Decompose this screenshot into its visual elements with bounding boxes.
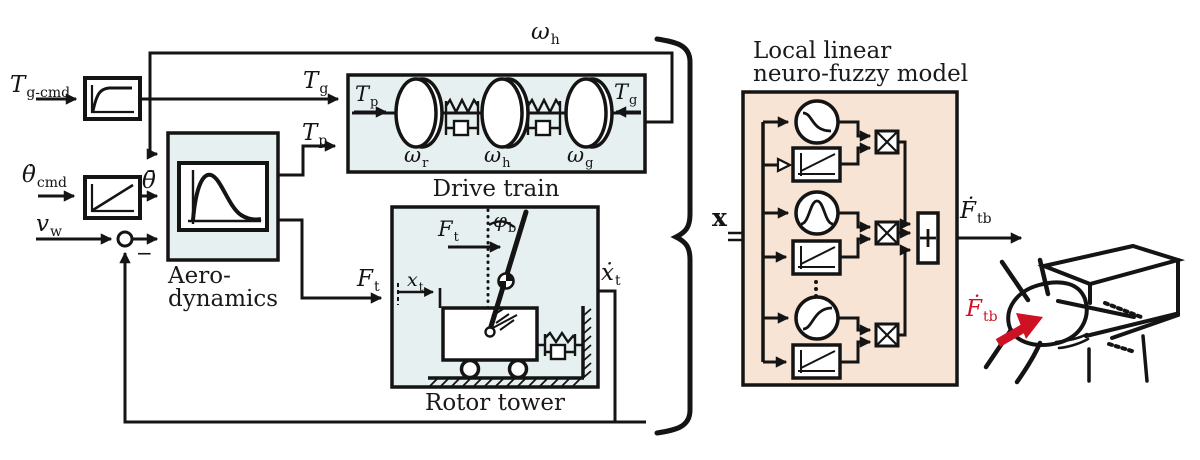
ft-route-line bbox=[278, 218, 383, 304]
label-ftb-output: Ḟtb bbox=[960, 198, 992, 228]
nacelle-top-face bbox=[1037, 243, 1186, 287]
label-rt-ft-internal: Ft bbox=[438, 217, 459, 245]
tower-spring-damper-icon bbox=[537, 330, 583, 361]
label-dt-omega-h: ωh bbox=[484, 143, 511, 171]
branch-arrows bbox=[763, 116, 790, 368]
label-rt-phi-b: φb bbox=[493, 208, 517, 236]
rod-hatch bbox=[488, 308, 518, 331]
rotor-tower-block bbox=[390, 205, 600, 389]
tp-route-line bbox=[278, 140, 337, 177]
label-omega-h-top: ωh bbox=[531, 19, 560, 49]
red-force-arrow bbox=[995, 313, 1043, 347]
open-arrowhead bbox=[776, 157, 793, 173]
blade-edge-lines bbox=[1054, 332, 1090, 350]
wall-hatch bbox=[582, 308, 592, 379]
ellipsis-dots bbox=[814, 280, 818, 298]
label-theta-bar: θ̄ bbox=[142, 168, 156, 194]
label-vw-input: vw bbox=[36, 211, 62, 241]
caption-rotor-tower: Rotor tower bbox=[425, 390, 565, 416]
mass-ball-icon bbox=[497, 272, 515, 290]
caption-model-title-line2: neuro-fuzzy model bbox=[753, 61, 969, 87]
caption-drive-train: Drive train bbox=[432, 176, 560, 202]
nacelle-hatch bbox=[1107, 342, 1137, 354]
sum-node bbox=[916, 211, 940, 265]
label-dt-omega-g: ωg bbox=[567, 143, 594, 171]
wind-turbine-sketch bbox=[983, 243, 1186, 385]
label-rt-xt: xt bbox=[407, 269, 424, 294]
sigmoid-up-icon bbox=[794, 295, 840, 341]
cp-curve-icon bbox=[188, 170, 262, 224]
tower-leg bbox=[1141, 334, 1149, 383]
label-xtdot-output: ẋt bbox=[601, 260, 621, 290]
label-thetadot-cmd-input: θ̇cmd bbox=[22, 162, 67, 192]
gaussian-icon bbox=[794, 190, 840, 236]
label-dt-tg-internal: Tg bbox=[614, 80, 638, 108]
tg-cmd-filter-block bbox=[83, 76, 142, 121]
caption-model-title-line1: Local linear bbox=[753, 38, 892, 64]
step-response-icon bbox=[90, 85, 134, 114]
label-ft-line: Ft bbox=[357, 266, 380, 296]
label-minus-sign: − bbox=[136, 241, 153, 265]
membership-functions bbox=[794, 99, 840, 341]
label-tg-cmd-input: Tg-cmd bbox=[10, 72, 71, 102]
wheel bbox=[507, 358, 529, 380]
label-dt-omega-r: ωr bbox=[404, 143, 429, 171]
pivot-joint bbox=[484, 326, 496, 338]
pitch-actuator-block bbox=[83, 175, 142, 220]
phi-b-arc bbox=[488, 220, 515, 228]
nacelle-hatch bbox=[1103, 301, 1143, 319]
label-dt-tp-internal: Tp bbox=[355, 82, 379, 110]
internal-connections bbox=[838, 120, 912, 364]
label-ftb-red: Ḟtb bbox=[966, 296, 998, 326]
caption-aero-line1: Aero- bbox=[168, 263, 231, 289]
sigmoid-down-icon bbox=[794, 99, 840, 145]
aero-block bbox=[166, 131, 280, 262]
omega-h-feedback-line bbox=[146, 51, 674, 160]
caption-aero-line2: dynamics bbox=[168, 286, 279, 312]
drive-train-block bbox=[346, 73, 647, 174]
brace bbox=[654, 36, 693, 436]
ramp-icon bbox=[90, 183, 134, 213]
neuro-fuzzy-model-block bbox=[741, 90, 959, 387]
ground-hatch bbox=[429, 377, 582, 387]
summing-junction bbox=[116, 230, 134, 248]
shaft-coupling-icon bbox=[444, 97, 562, 137]
wheel bbox=[459, 358, 481, 380]
label-x-state-vector: x bbox=[712, 203, 727, 232]
label-tp-line: Tp bbox=[302, 120, 328, 150]
inertia-disks-icon bbox=[394, 77, 614, 149]
label-tg-line: Tg bbox=[303, 68, 329, 98]
